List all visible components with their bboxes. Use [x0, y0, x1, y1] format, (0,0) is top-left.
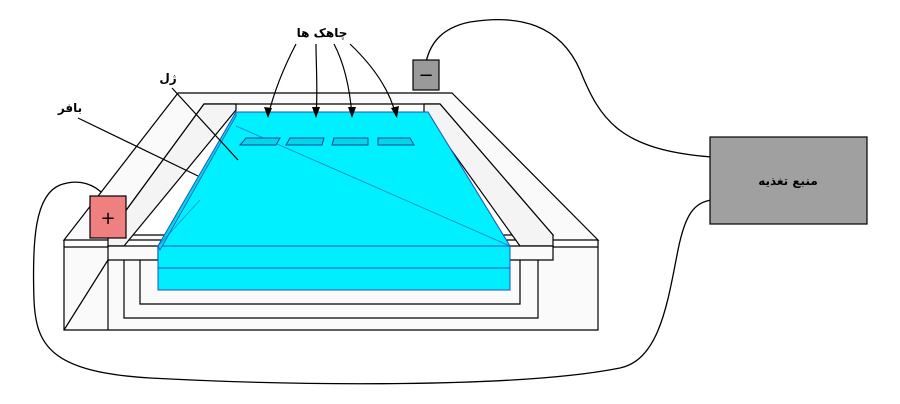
wire-positive	[32, 181, 713, 385]
positive-symbol: +	[100, 208, 115, 229]
well-4	[377, 137, 415, 146]
wells	[238, 137, 415, 146]
well-3	[331, 137, 369, 146]
wire-negative	[425, 19, 713, 158]
wells-arrowheads	[264, 106, 399, 118]
buffer-label: بافر	[57, 101, 82, 115]
power-supply: منبع تغذیه	[709, 136, 868, 225]
gel-side	[157, 110, 237, 251]
wells-label: چاهک ها	[297, 26, 348, 40]
well-1	[238, 137, 281, 146]
gel-label: ژل	[159, 71, 176, 85]
negative-symbol: −	[418, 65, 433, 86]
buffer-pointer-line	[77, 117, 199, 177]
positive-electrode: +	[89, 195, 127, 239]
negative-electrode: −	[412, 59, 440, 91]
gel-pointer-line	[171, 87, 239, 161]
well-2	[285, 137, 325, 146]
power-supply-label: منبع تغذیه	[758, 174, 818, 188]
